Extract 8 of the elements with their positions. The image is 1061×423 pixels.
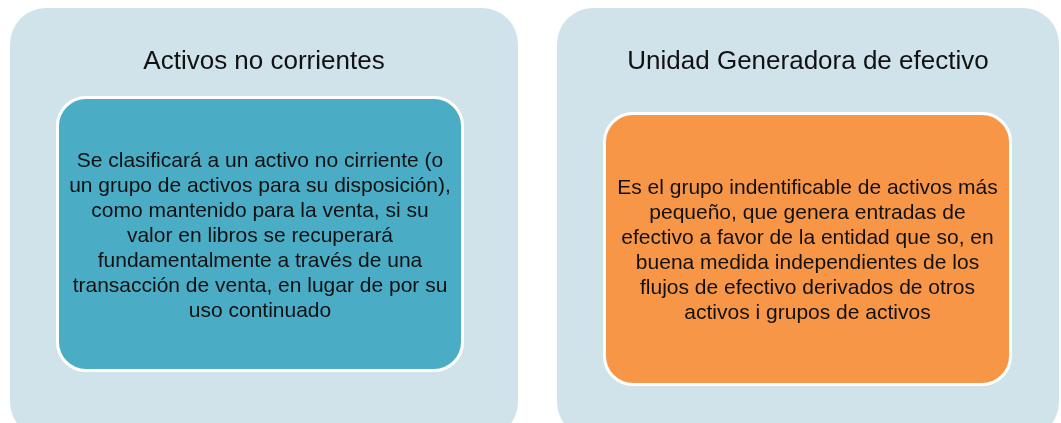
panel-title: Unidad Generadora de efectivo — [626, 45, 990, 76]
description-text: Se clasificará a un activo no cirriente (o un grupo de activos para su disposición), como mantenido para la venta, si su valor en libros se recuperará fundamentalmente a través de una transacción de venta, en lugar de por su uso continuado — [68, 146, 452, 322]
panel-background — [10, 8, 518, 423]
description-text: Es el grupo indentificable de activos más pequeño, que genera entradas de efectivo a favor de la entidad que so, en buena medida independientes de los flujos de efectivo derivados de otros activos i grupos de activos — [616, 174, 999, 324]
panel-title: Activos no corrientes — [142, 45, 386, 76]
description-box — [603, 112, 1012, 386]
description-box — [56, 96, 464, 372]
panel-background — [557, 8, 1059, 423]
